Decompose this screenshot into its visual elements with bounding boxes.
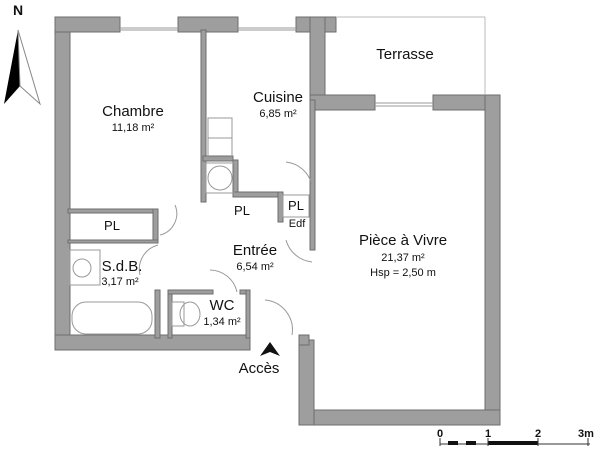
access-arrow-icon — [260, 342, 280, 356]
room-wc-area: 1,34 m² — [203, 316, 241, 328]
closet-cuisine-label: PL — [234, 203, 250, 218]
room-piece-area: 21,37 m² — [381, 252, 425, 264]
scale-tick-2: 2 — [534, 428, 542, 440]
wall-left — [54, 16, 71, 351]
room-cuisine-name: Cuisine — [252, 89, 304, 106]
access-label: Accès — [238, 360, 280, 377]
closet-chambre-label: PL — [104, 218, 120, 233]
compass-icon — [4, 30, 20, 104]
room-wc-name: WC — [209, 297, 235, 314]
room-cuisine-area: 6,85 m² — [259, 108, 297, 120]
scale-tick-3: 3m — [578, 428, 594, 440]
room-entree-area: 6,54 m² — [236, 261, 274, 273]
room-sdb-name: S.d.B. — [101, 258, 143, 275]
room-piece-name: Pièce à Vivre — [358, 232, 448, 249]
scale-tick-0: 0 — [436, 428, 444, 440]
edf-label: Edf — [288, 218, 306, 230]
scale-bar — [439, 438, 590, 446]
compass-label: N — [12, 2, 24, 18]
closet-small-label: PL — [288, 198, 304, 213]
scale-tick-1: 1 — [484, 428, 492, 440]
room-entree-name: Entrée — [232, 242, 278, 259]
room-terrasse-name: Terrasse — [376, 46, 434, 63]
room-piece-height: Hsp = 2,50 m — [370, 267, 436, 279]
room-chambre-area: 11,18 m² — [111, 122, 155, 134]
room-sdb-area: 3,17 m² — [101, 276, 139, 288]
room-chambre-name: Chambre — [102, 103, 164, 120]
